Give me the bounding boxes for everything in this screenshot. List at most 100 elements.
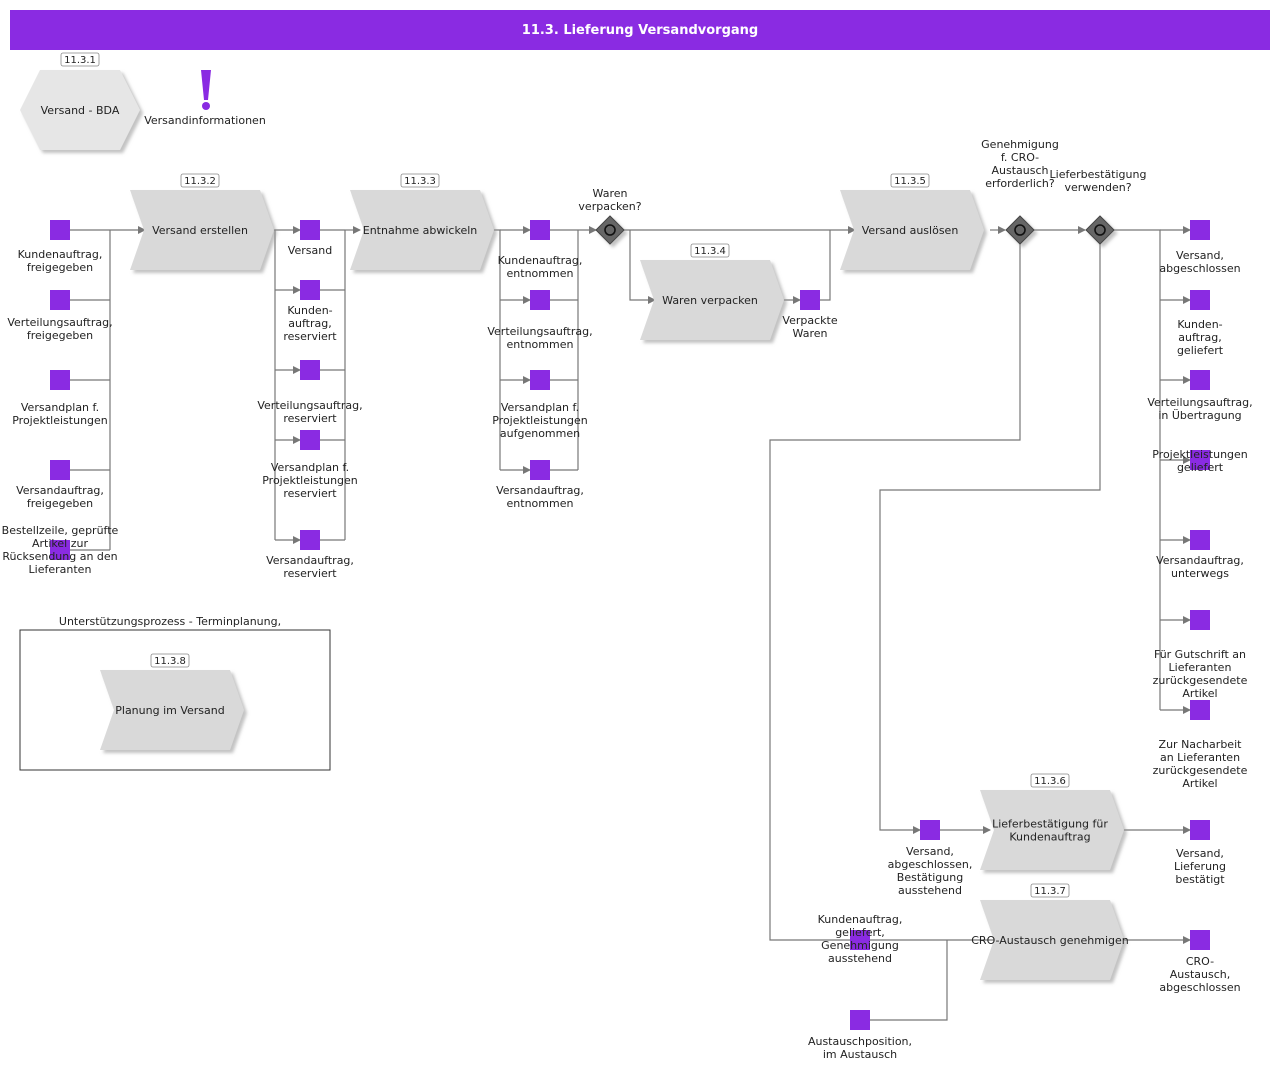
process-shape bbox=[130, 190, 274, 270]
gateway-g3[interactable] bbox=[1085, 215, 1115, 245]
data-object-label: Verteilungsauftrag,in Übertragung bbox=[1147, 396, 1252, 422]
process-label: CRO-Austausch genehmigen bbox=[971, 934, 1128, 947]
data-objects: Kundenauftrag,freigegebenVerteilungsauft… bbox=[2, 220, 1253, 1061]
data-object-square bbox=[850, 930, 870, 950]
data-object-square bbox=[1190, 450, 1210, 470]
data-object-label: Kunden-auftrag,reserviert bbox=[283, 304, 337, 343]
data-object-e2[interactable]: Kunden-auftrag,geliefert bbox=[1177, 290, 1224, 357]
connector-line bbox=[870, 940, 948, 1021]
data-object-square bbox=[300, 360, 320, 380]
data-object-c1[interactable]: Kundenauftrag,entnommen bbox=[498, 220, 583, 280]
gateway-diamond bbox=[1085, 215, 1115, 245]
diagram-title: 11.3. Lieferung Versandvorgang bbox=[10, 10, 1270, 50]
process-id: 11.3.5 bbox=[894, 176, 926, 187]
data-object-square bbox=[300, 430, 320, 450]
process-id-tag bbox=[1030, 773, 1070, 788]
data-object-c2[interactable]: Verteilungsauftrag,entnommen bbox=[487, 290, 593, 351]
connector-line bbox=[629, 230, 656, 304]
data-object-label: Versandplan f.Projektleistungen bbox=[12, 401, 108, 427]
gateway-diamond bbox=[595, 215, 625, 245]
data-object-square bbox=[50, 540, 70, 560]
process-label: Planung im Versand bbox=[115, 704, 224, 717]
data-object-label: Austauschposition,im Austausch bbox=[808, 1035, 912, 1061]
process-id: 11.3.8 bbox=[154, 656, 186, 667]
connector-line bbox=[820, 230, 831, 301]
data-object-a4[interactable]: Versandauftrag,freigegeben bbox=[16, 460, 104, 510]
data-object-h2[interactable]: Austauschposition,im Austausch bbox=[808, 1010, 912, 1061]
data-object-square bbox=[530, 370, 550, 390]
gateway-g1[interactable] bbox=[595, 215, 625, 245]
data-object-a3[interactable]: Versandplan f.Projektleistungen bbox=[12, 370, 108, 427]
process-id-tag bbox=[1030, 883, 1070, 898]
data-object-b1[interactable]: Versand bbox=[288, 220, 332, 257]
data-object-label: Versandauftrag,entnommen bbox=[496, 484, 584, 510]
data-object-square bbox=[530, 220, 550, 240]
data-object-label: Versandauftrag,unterwegs bbox=[1156, 554, 1244, 580]
connector-lines bbox=[70, 226, 1191, 1021]
data-object-square bbox=[50, 460, 70, 480]
gateway-circle bbox=[604, 224, 616, 236]
data-object-b2[interactable]: Kunden-auftrag,reserviert bbox=[283, 280, 337, 343]
data-object-b5[interactable]: Versandauftrag,reserviert bbox=[266, 530, 354, 580]
data-object-a1[interactable]: Kundenauftrag,freigegeben bbox=[18, 220, 103, 274]
process-id: 11.3.2 bbox=[184, 176, 216, 187]
process-shape bbox=[640, 260, 784, 340]
data-object-square bbox=[1190, 290, 1210, 310]
data-object-square bbox=[300, 530, 320, 550]
gateway-circle bbox=[1014, 224, 1026, 236]
data-object-h3[interactable]: CRO-Austausch,abgeschlossen bbox=[1159, 930, 1241, 994]
process-id: 11.3.3 bbox=[404, 176, 436, 187]
data-object-label: CRO-Austausch,abgeschlossen bbox=[1159, 955, 1240, 994]
data-object-square bbox=[300, 280, 320, 300]
connector-line bbox=[879, 244, 1101, 834]
process-id-tag bbox=[890, 173, 930, 188]
data-object-square bbox=[1190, 530, 1210, 550]
exclamation-icon bbox=[201, 70, 211, 110]
data-object-square bbox=[1190, 220, 1210, 240]
data-object-label: Kundenauftrag,entnommen bbox=[498, 254, 583, 280]
data-object-e3[interactable]: Verteilungsauftrag,in Übertragung bbox=[1147, 370, 1253, 422]
data-object-label: Kundenauftrag,freigegeben bbox=[18, 248, 103, 274]
gateway-g2[interactable] bbox=[1005, 215, 1035, 245]
process-label: Waren verpacken bbox=[662, 294, 758, 307]
data-object-square bbox=[1190, 930, 1210, 950]
process-id-tag bbox=[180, 173, 220, 188]
data-object-label: Versandauftrag,freigegeben bbox=[16, 484, 104, 510]
data-object-c4[interactable]: Versandauftrag,entnommen bbox=[496, 460, 584, 510]
data-object-e1[interactable]: Versand,abgeschlossen bbox=[1159, 220, 1241, 275]
process-id: 11.3.7 bbox=[1034, 886, 1066, 897]
data-object-square bbox=[1190, 820, 1210, 840]
process-id: 11.3.6 bbox=[1034, 776, 1066, 787]
data-object-b3[interactable]: Verteilungsauftrag,reserviert bbox=[257, 360, 363, 425]
data-object-e5[interactable]: Versandauftrag,unterwegs bbox=[1156, 530, 1244, 580]
data-object-a2[interactable]: Verteilungsauftrag,freigegeben bbox=[7, 290, 113, 342]
connector-line bbox=[270, 229, 276, 540]
